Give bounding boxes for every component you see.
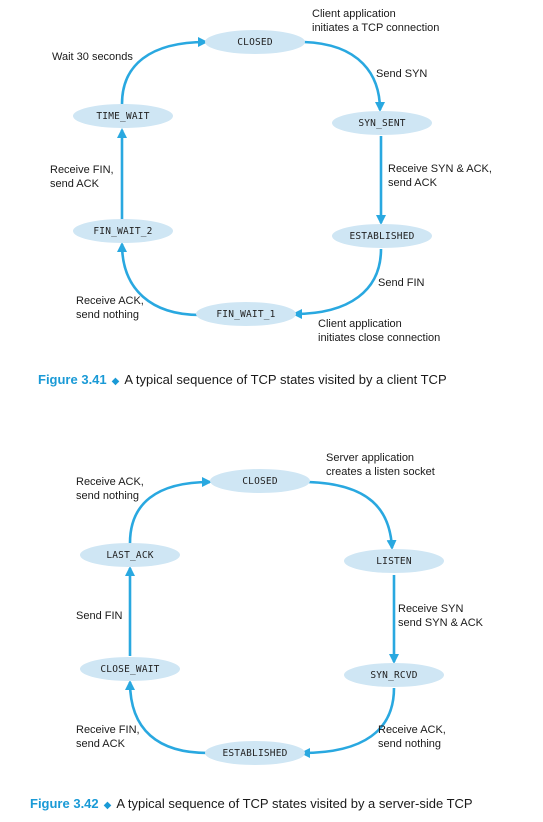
state-last-ack: LAST_ACK — [80, 543, 180, 567]
arrow-closed-to-listen — [307, 480, 397, 550]
state-syn-rcvd: SYN_RCVD — [344, 663, 444, 687]
arrow-established-to-close-wait — [125, 680, 209, 755]
state-close-wait: CLOSE_WAIT — [80, 657, 180, 681]
label-send-fin-server: Send FIN — [76, 610, 123, 622]
arrow-fin-wait-1-to-fin-wait-2 — [117, 242, 201, 317]
state-syn-sent: SYN_SENT — [332, 111, 432, 135]
arrow-closed-to-syn-sent — [303, 40, 385, 112]
diamond-icon: ◆ — [103, 800, 112, 811]
label-server-listen: Server application creates a listen sock… — [326, 452, 435, 478]
label-send-syn: Send SYN — [376, 68, 428, 80]
label-receive-ack-nothing-left: Receive ACK, send nothing — [76, 476, 144, 502]
caption-figure-3-41: Figure 3.41 ◆ A typical sequence of TCP st… — [38, 372, 447, 387]
arrow-last-ack-to-closed — [128, 477, 212, 544]
caption-figure-3-42: Figure 3.42 ◆ A typical sequence of TCP st… — [30, 796, 473, 811]
label-client-connect: Client application initiates a TCP conne… — [312, 8, 440, 34]
state-closed-server: CLOSED — [210, 469, 310, 493]
label-receive-ack-nothing-right: Receive ACK, send nothing — [378, 724, 446, 750]
state-established-server: ESTABLISHED — [205, 741, 305, 765]
caption-number: Figure 3.41 — [38, 372, 107, 387]
state-established: ESTABLISHED — [332, 224, 432, 248]
state-time-wait: TIME_WAIT — [73, 104, 173, 128]
label-wait-30: Wait 30 seconds — [52, 51, 133, 63]
state-listen: LISTEN — [344, 549, 444, 573]
label-receive-ack-nothing: Receive ACK, send nothing — [76, 295, 144, 321]
label-receive-fin-ack-server: Receive FIN, send ACK — [76, 724, 140, 750]
diamond-icon: ◆ — [111, 376, 120, 387]
label-send-fin: Send FIN — [378, 277, 425, 289]
state-fin-wait-2: FIN_WAIT_2 — [73, 219, 173, 243]
label-receive-syn: Receive SYN send SYN & ACK — [398, 603, 483, 629]
label-receive-syn-ack: Receive SYN & ACK, send ACK — [388, 163, 492, 189]
arrow-time-wait-to-closed — [120, 37, 208, 105]
arrow-syn-rcvd-to-established — [300, 687, 396, 758]
state-closed: CLOSED — [205, 30, 305, 54]
label-client-close: Client application initiates close conne… — [318, 318, 441, 344]
caption-text: A typical sequence of TCP states visited… — [124, 372, 447, 387]
caption-number: Figure 3.42 — [30, 796, 99, 811]
label-receive-fin-ack: Receive FIN, send ACK — [50, 164, 114, 190]
caption-text: A typical sequence of TCP states visited… — [116, 796, 473, 811]
state-fin-wait-1: FIN_WAIT_1 — [196, 302, 296, 326]
arrow-established-to-fin-wait-1 — [292, 248, 383, 319]
